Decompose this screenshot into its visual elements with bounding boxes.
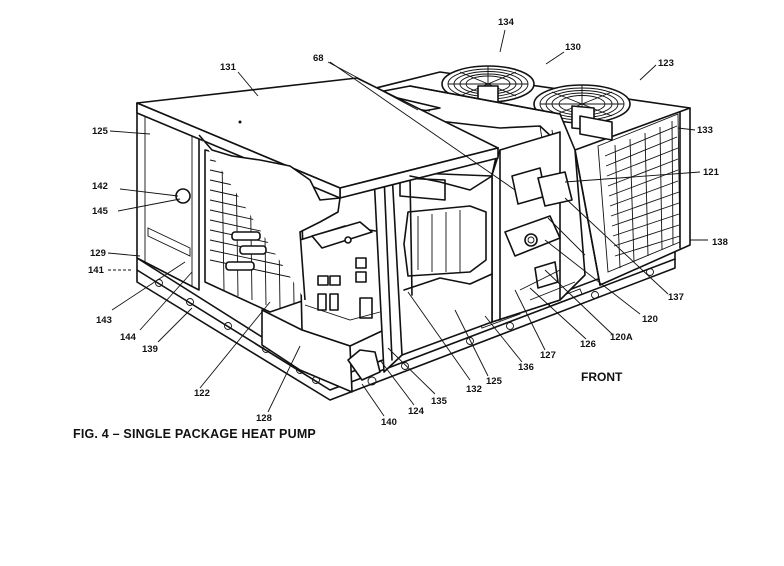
cutaway-edge	[198, 134, 341, 301]
callout-125-center: 125	[486, 376, 503, 387]
callout-133: 133	[697, 125, 713, 136]
callout-143: 143	[96, 315, 112, 326]
callout-139: 139	[142, 344, 158, 355]
callout-134: 134	[498, 17, 515, 28]
callout-120: 120	[642, 314, 658, 325]
figure-caption: FIG. 4 – SINGLE PACKAGE HEAT PUMP	[73, 427, 316, 441]
callout-124: 124	[408, 406, 425, 417]
callout-120a: 120A	[610, 332, 633, 343]
control-panel	[299, 221, 385, 347]
callout-135: 135	[431, 396, 448, 407]
callout-129: 129	[90, 248, 106, 259]
callout-145: 145	[92, 206, 109, 217]
callout-132: 132	[466, 384, 482, 395]
callout-140: 140	[381, 417, 397, 428]
condenser-fan-left	[441, 65, 535, 105]
condenser-coil-grille	[597, 113, 681, 273]
callout-122: 122	[194, 388, 210, 399]
blower-compartment	[389, 171, 493, 356]
callout-128: 128	[256, 413, 272, 424]
callout-138: 138	[712, 237, 728, 248]
front-label: FRONT	[581, 370, 623, 384]
leader-lines	[107, 29, 708, 417]
callout-142: 142	[92, 181, 108, 192]
callout-121: 121	[703, 167, 720, 178]
callout-144: 144	[120, 332, 137, 343]
callout-126: 126	[580, 339, 596, 350]
callout-130: 130	[565, 42, 581, 53]
callout-141: 141	[88, 265, 105, 276]
cutaway-edge-2	[409, 175, 493, 191]
callout-127: 127	[540, 350, 556, 361]
callout-68: 68	[313, 53, 324, 64]
callout-125-left: 125	[92, 126, 109, 137]
callout-131: 131	[220, 62, 237, 73]
callout-123: 123	[658, 58, 674, 69]
callout-numbers: 134 130 123 131 68 125 133 142 145 121 1…	[88, 17, 728, 428]
callout-136: 136	[518, 362, 534, 373]
callout-137: 137	[668, 292, 684, 303]
